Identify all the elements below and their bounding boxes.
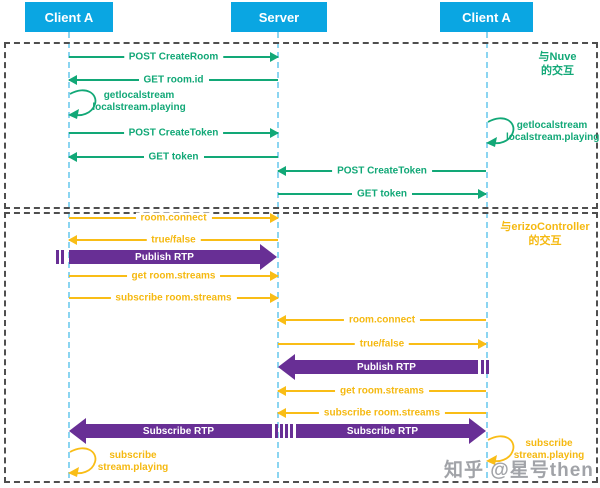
arrowhead-left-icon [277, 408, 286, 418]
thick-arrow-bar [85, 424, 272, 438]
message-label: true/false [146, 234, 201, 246]
arrowhead-right-icon [478, 339, 487, 349]
actor-server-label: Server [258, 9, 300, 25]
message-get-room-streams-left: get room.streams [69, 270, 279, 282]
thick-arrow-label: Subscribe RTP [142, 425, 215, 437]
thick-arrowhead-left-icon [278, 354, 295, 380]
arrowhead-right-icon [270, 271, 279, 281]
region-erizo-label-line1: 与erizoController [500, 221, 590, 233]
tail-hatch [486, 360, 489, 374]
self-loop-icon [68, 89, 97, 119]
message-label: room.connect [343, 314, 421, 326]
tail-hatch [285, 424, 288, 438]
arrowhead-right-icon [270, 293, 279, 303]
message-post-createtoken-left: POST CreateToken [69, 127, 279, 139]
message-subscribe-room-streams-left: subscribe room.streams [69, 292, 279, 304]
message-label: GET token [351, 188, 413, 200]
message-get-token-right: GET token [278, 188, 487, 200]
arrowhead-left-icon [277, 386, 286, 396]
arrowhead-left-icon [68, 235, 77, 245]
tail-hatch [280, 424, 283, 438]
message-label: GET room.id [138, 74, 209, 86]
region-nuve-label-line2: 的交互 [541, 65, 574, 77]
actor-client-a-right: Client A [440, 2, 533, 32]
tail-hatch [56, 250, 59, 264]
loop-label-line2: stream.playing [97, 462, 169, 473]
message-label: POST CreateToken [123, 127, 224, 139]
thick-arrow-label: Subscribe RTP [346, 425, 419, 437]
thick-arrow-bar [69, 250, 260, 264]
message-subscribe-room-streams-right: subscribe room.streams [277, 407, 486, 419]
thick-arrow-label: Publish RTP [135, 251, 194, 263]
loop-label-line2: localstream.playing [92, 102, 186, 113]
actor-client-a-left: Client A [25, 2, 113, 32]
region-erizocontroller-label: 与erizoController 的交互 [498, 220, 592, 248]
thick-arrowhead-left-icon [69, 418, 86, 444]
region-nuve-label-line1: 与Nuve [538, 51, 577, 63]
lifeline-server [277, 32, 279, 478]
message-label: POST CreateToken [332, 165, 432, 177]
message-get-room-id: GET room.id [68, 74, 278, 86]
message-label: subscribe room.streams [318, 407, 446, 419]
region-nuve-label: 与Nuve 的交互 [520, 50, 595, 78]
region-nuve [4, 42, 598, 209]
self-loop-label: getlocalstream localstream.playing [90, 90, 188, 114]
region-erizocontroller [4, 212, 598, 483]
message-room-connect-left: room.connect [69, 212, 279, 224]
actor-client-a-right-label: Client A [462, 9, 511, 25]
message-post-createtoken-right: POST CreateToken [277, 165, 486, 177]
thick-arrowhead-right-icon [260, 244, 277, 270]
thick-arrow-label: Publish RTP [357, 361, 416, 373]
message-label: POST CreateRoom [123, 51, 224, 63]
message-get-token-left: GET token [68, 151, 278, 163]
arrowhead-right-icon [270, 213, 279, 223]
tail-hatch [275, 424, 278, 438]
lifeline-client-a-right [486, 32, 488, 478]
message-true-false-left: true/false [68, 234, 278, 246]
loop-label-line1: getlocalstream [103, 90, 175, 101]
self-loop-icon [68, 447, 97, 477]
thick-arrow-bar [295, 360, 478, 374]
message-label: subscribe room.streams [110, 292, 237, 304]
thick-arrow-bar [296, 424, 469, 438]
arrowhead-left-icon [68, 75, 77, 85]
message-room-connect-right: room.connect [277, 314, 486, 326]
arrowhead-right-icon [270, 128, 279, 138]
loop-label-line1: subscribe [109, 450, 157, 461]
message-publish-rtp-left: Publish RTP [56, 244, 277, 270]
thick-arrowhead-right-icon [469, 418, 486, 444]
self-loop-label: subscribe stream.playing [90, 450, 176, 474]
message-label: GET token [143, 151, 204, 163]
arrowhead-right-icon [270, 52, 279, 62]
actor-client-a-left-label: Client A [44, 9, 94, 25]
message-true-false-right: true/false [278, 338, 487, 350]
message-subscribe-rtp: Subscribe RTP Subscribe RTP [69, 418, 486, 444]
message-label: get room.streams [335, 385, 429, 397]
arrowhead-left-icon [277, 315, 286, 325]
arrowhead-right-icon [478, 189, 487, 199]
self-loop-icon [486, 117, 515, 147]
watermark: 知乎 @星号then [444, 460, 594, 481]
loop-label-line1: subscribe [525, 438, 573, 449]
tail-hatch [481, 360, 484, 374]
loop-label-line2: stream.playing [513, 450, 585, 461]
actor-server: Server [231, 2, 327, 32]
self-loop-icon [486, 435, 515, 465]
message-post-createroom: POST CreateRoom [69, 51, 279, 63]
message-label: get room.streams [126, 270, 221, 282]
message-label: room.connect [135, 212, 212, 224]
message-label: true/false [354, 338, 410, 350]
self-loop-label: subscribe stream.playing [506, 438, 592, 462]
arrowhead-left-icon [68, 152, 77, 162]
loop-label-line2: localstream.playing [506, 132, 600, 143]
self-loop-label: getlocalstream localstream.playing [506, 120, 600, 144]
tail-hatch [290, 424, 293, 438]
message-get-room-streams-right: get room.streams [277, 385, 486, 397]
arrowhead-left-icon [277, 166, 286, 176]
tail-hatch [61, 250, 64, 264]
region-erizo-label-line2: 的交互 [528, 235, 562, 247]
loop-label-line1: getlocalstream [516, 120, 588, 131]
message-publish-rtp-right: Publish RTP [278, 354, 490, 380]
